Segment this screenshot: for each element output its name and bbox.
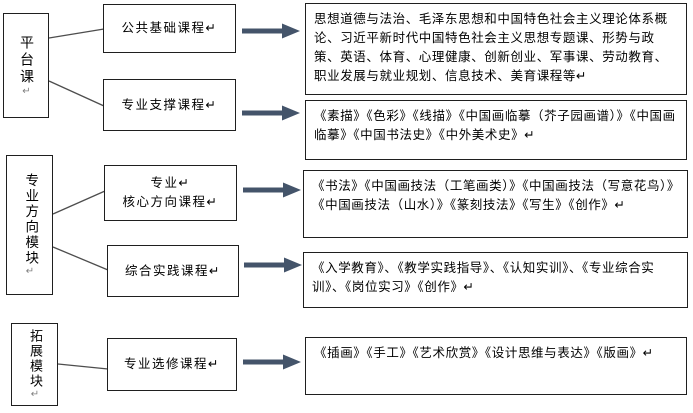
- paragraph-mark-icon: ↵: [24, 266, 36, 277]
- connector-line: [48, 28, 105, 39]
- module-box-major-direction: 专业方向模块↵: [6, 155, 53, 295]
- module-box-expansion: 拓展模块↵: [11, 323, 58, 406]
- paragraph-mark-icon: ↵: [21, 85, 32, 97]
- connector-line: [57, 363, 109, 370]
- course-list-major-support: 《素描》《色彩》《线描》《中国画临摹（芥子园画谱）》《中国画临摹》《中国书法史》…: [305, 100, 687, 160]
- category-box-comprehensive-practice: 综合实践课程↵: [107, 245, 239, 297]
- module-label: 专业方向模块↵: [22, 173, 39, 277]
- course-list-major-core: 《书法》《中国画技法（工笔画类）》《中国画技法（写意花鸟）》《中国画技法（山水）…: [303, 170, 688, 238]
- arrow-right-icon: [243, 182, 301, 198]
- category-label-line: 专业↵: [150, 175, 191, 191]
- course-list-comprehensive-practice: 《入学教育》、《教学实践指导》、《认知实训》、《专业综合实训》、《岗位实习》《创…: [303, 252, 688, 308]
- course-list-major-elective: 《插画》《手工》《艺术欣赏》《设计思维与表达》《版画》↵: [305, 337, 687, 395]
- arrow-right-icon: [244, 257, 302, 273]
- course-list-text: 《入学教育》、《教学实践指导》、《认知实训》、《专业综合实训》、《岗位实习》《创…: [312, 260, 655, 294]
- category-box-major-support: 专业支撑课程↵: [103, 79, 236, 131]
- category-box-public-basic: 公共基础课程↵: [103, 4, 236, 53]
- course-list-public-basic: 思想道德与法治、毛泽东思想和中国特色社会主义理论体系概论、习近平新时代中国特色社…: [305, 3, 687, 95]
- course-list-text: 《插画》《手工》《艺术欣赏》《设计思维与表达》《版画》↵: [314, 345, 654, 360]
- course-list-text: 思想道德与法治、毛泽东思想和中国特色社会主义理论体系概论、习近平新时代中国特色社…: [314, 11, 668, 83]
- category-box-major-elective: 专业选修课程↵: [107, 338, 237, 391]
- course-list-text: 《素描》《色彩》《线描》《中国画临摹（芥子园画谱）》《中国画临摹》《中国书法史》…: [314, 108, 676, 142]
- category-label: 综合实践课程↵: [125, 262, 221, 278]
- category-label-line: 核心方向课程↵: [122, 194, 219, 209]
- module-label: 平台课↵: [18, 34, 34, 97]
- paragraph-mark-icon: ↵: [29, 389, 41, 400]
- category-label: 专业选修课程↵: [124, 356, 220, 372]
- category-label: 公共基础课程↵: [121, 20, 218, 36]
- module-label: 拓展模块↵: [27, 329, 42, 400]
- category-label: 专业支撑课程↵: [121, 96, 218, 112]
- connector-line: [48, 80, 105, 107]
- module-box-platform-courses: 平台课↵: [3, 13, 49, 118]
- arrow-right-icon: [242, 23, 300, 39]
- arrow-right-icon: [243, 354, 301, 370]
- arrow-right-icon: [242, 105, 300, 121]
- connector-line: [52, 190, 106, 215]
- category-box-major-core-direction: 专业↵ 核心方向课程↵: [104, 165, 237, 221]
- connector-line: [52, 246, 109, 271]
- course-list-text: 《书法》《中国画技法（工笔画类）》《中国画技法（写意花鸟）》《中国画技法（山水）…: [312, 178, 681, 212]
